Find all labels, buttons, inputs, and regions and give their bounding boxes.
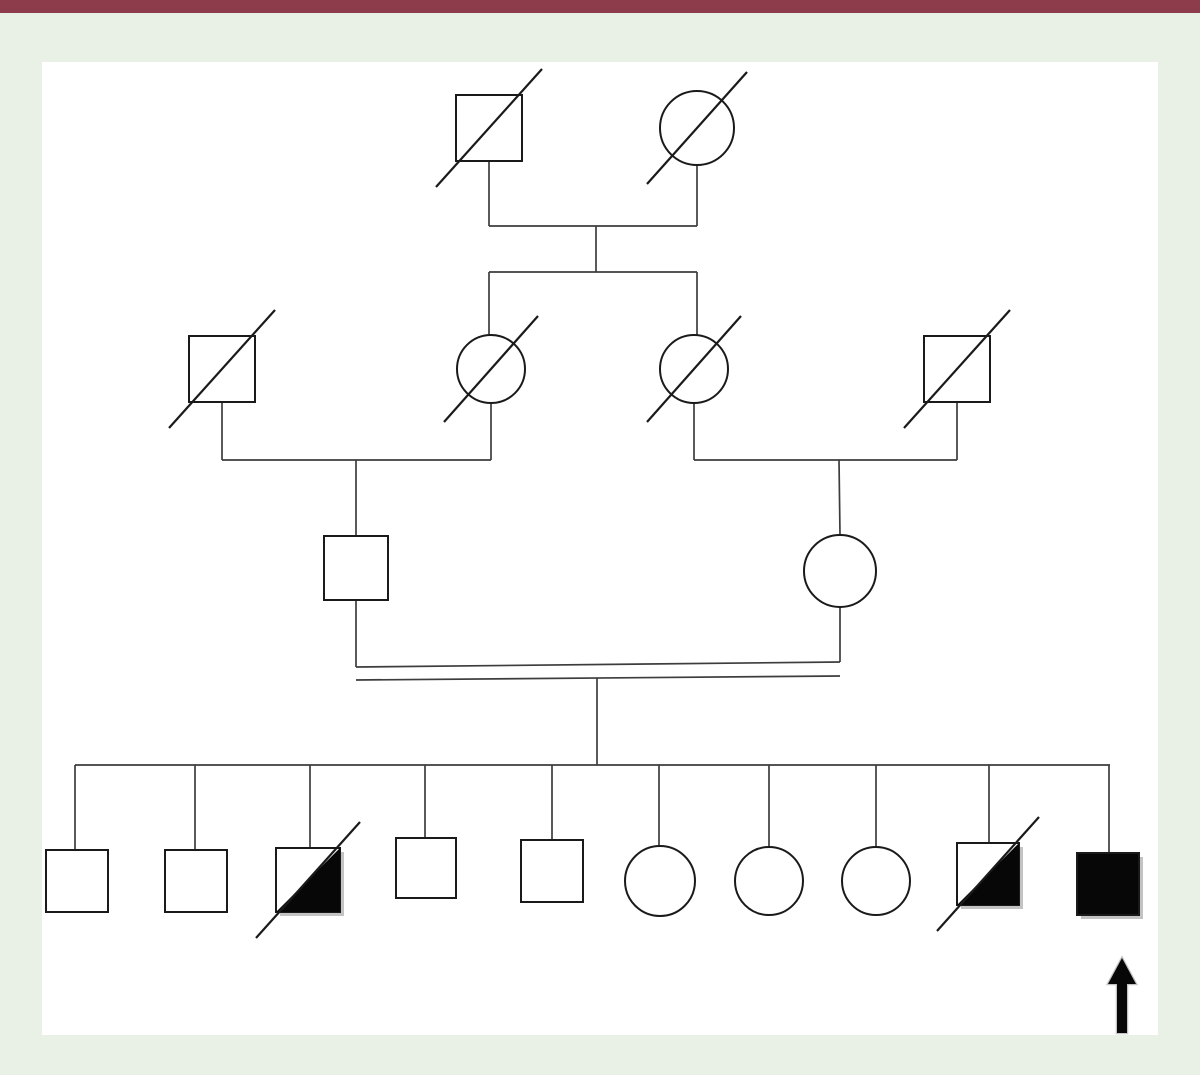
individual-IV-6 <box>624 845 696 917</box>
line-consanguinity <box>355 661 841 668</box>
male-symbol <box>1076 852 1140 916</box>
individual-II-2-deceased <box>443 315 539 423</box>
individual-I-2-deceased <box>646 71 748 185</box>
male-symbol <box>520 839 584 903</box>
male-symbol <box>395 837 457 899</box>
deceased-slash <box>168 309 276 429</box>
line-consanguinity <box>355 675 841 681</box>
line-descent <box>838 459 841 536</box>
individual-I-1-deceased <box>435 68 543 188</box>
deceased-slash <box>646 315 742 423</box>
male-symbol <box>45 849 109 913</box>
individual-IV-2 <box>164 849 228 913</box>
individual-IV-1 <box>45 849 109 913</box>
individual-II-3-deceased <box>646 315 742 423</box>
proband-arrow-icon <box>1105 955 1139 1035</box>
individual-IV-7 <box>734 846 804 916</box>
male-symbol <box>455 94 523 162</box>
male-symbol <box>164 849 228 913</box>
individual-IV-8 <box>841 846 911 916</box>
female-symbol <box>841 846 911 916</box>
individual-II-4-deceased <box>903 309 1011 429</box>
individual-II-1-deceased <box>168 309 276 429</box>
top-accent-bar <box>0 0 1200 13</box>
female-symbol <box>803 534 877 608</box>
female-symbol <box>734 846 804 916</box>
deceased-slash <box>435 68 543 188</box>
deceased-slash <box>903 309 1011 429</box>
deceased-slash <box>936 816 1040 932</box>
female-symbol <box>624 845 696 917</box>
individual-IV-10-affected-proband <box>1076 852 1143 919</box>
male-symbol <box>323 535 389 601</box>
individual-IV-3-affected-deceased <box>255 821 361 939</box>
deceased-slash <box>255 821 361 939</box>
individual-IV-5 <box>520 839 584 903</box>
individual-III-1 <box>323 535 389 601</box>
individual-IV-9-affected-deceased <box>936 816 1040 932</box>
deceased-slash <box>443 315 539 423</box>
individual-IV-4 <box>395 837 457 899</box>
individual-III-2 <box>803 534 877 608</box>
deceased-slash <box>646 71 748 185</box>
